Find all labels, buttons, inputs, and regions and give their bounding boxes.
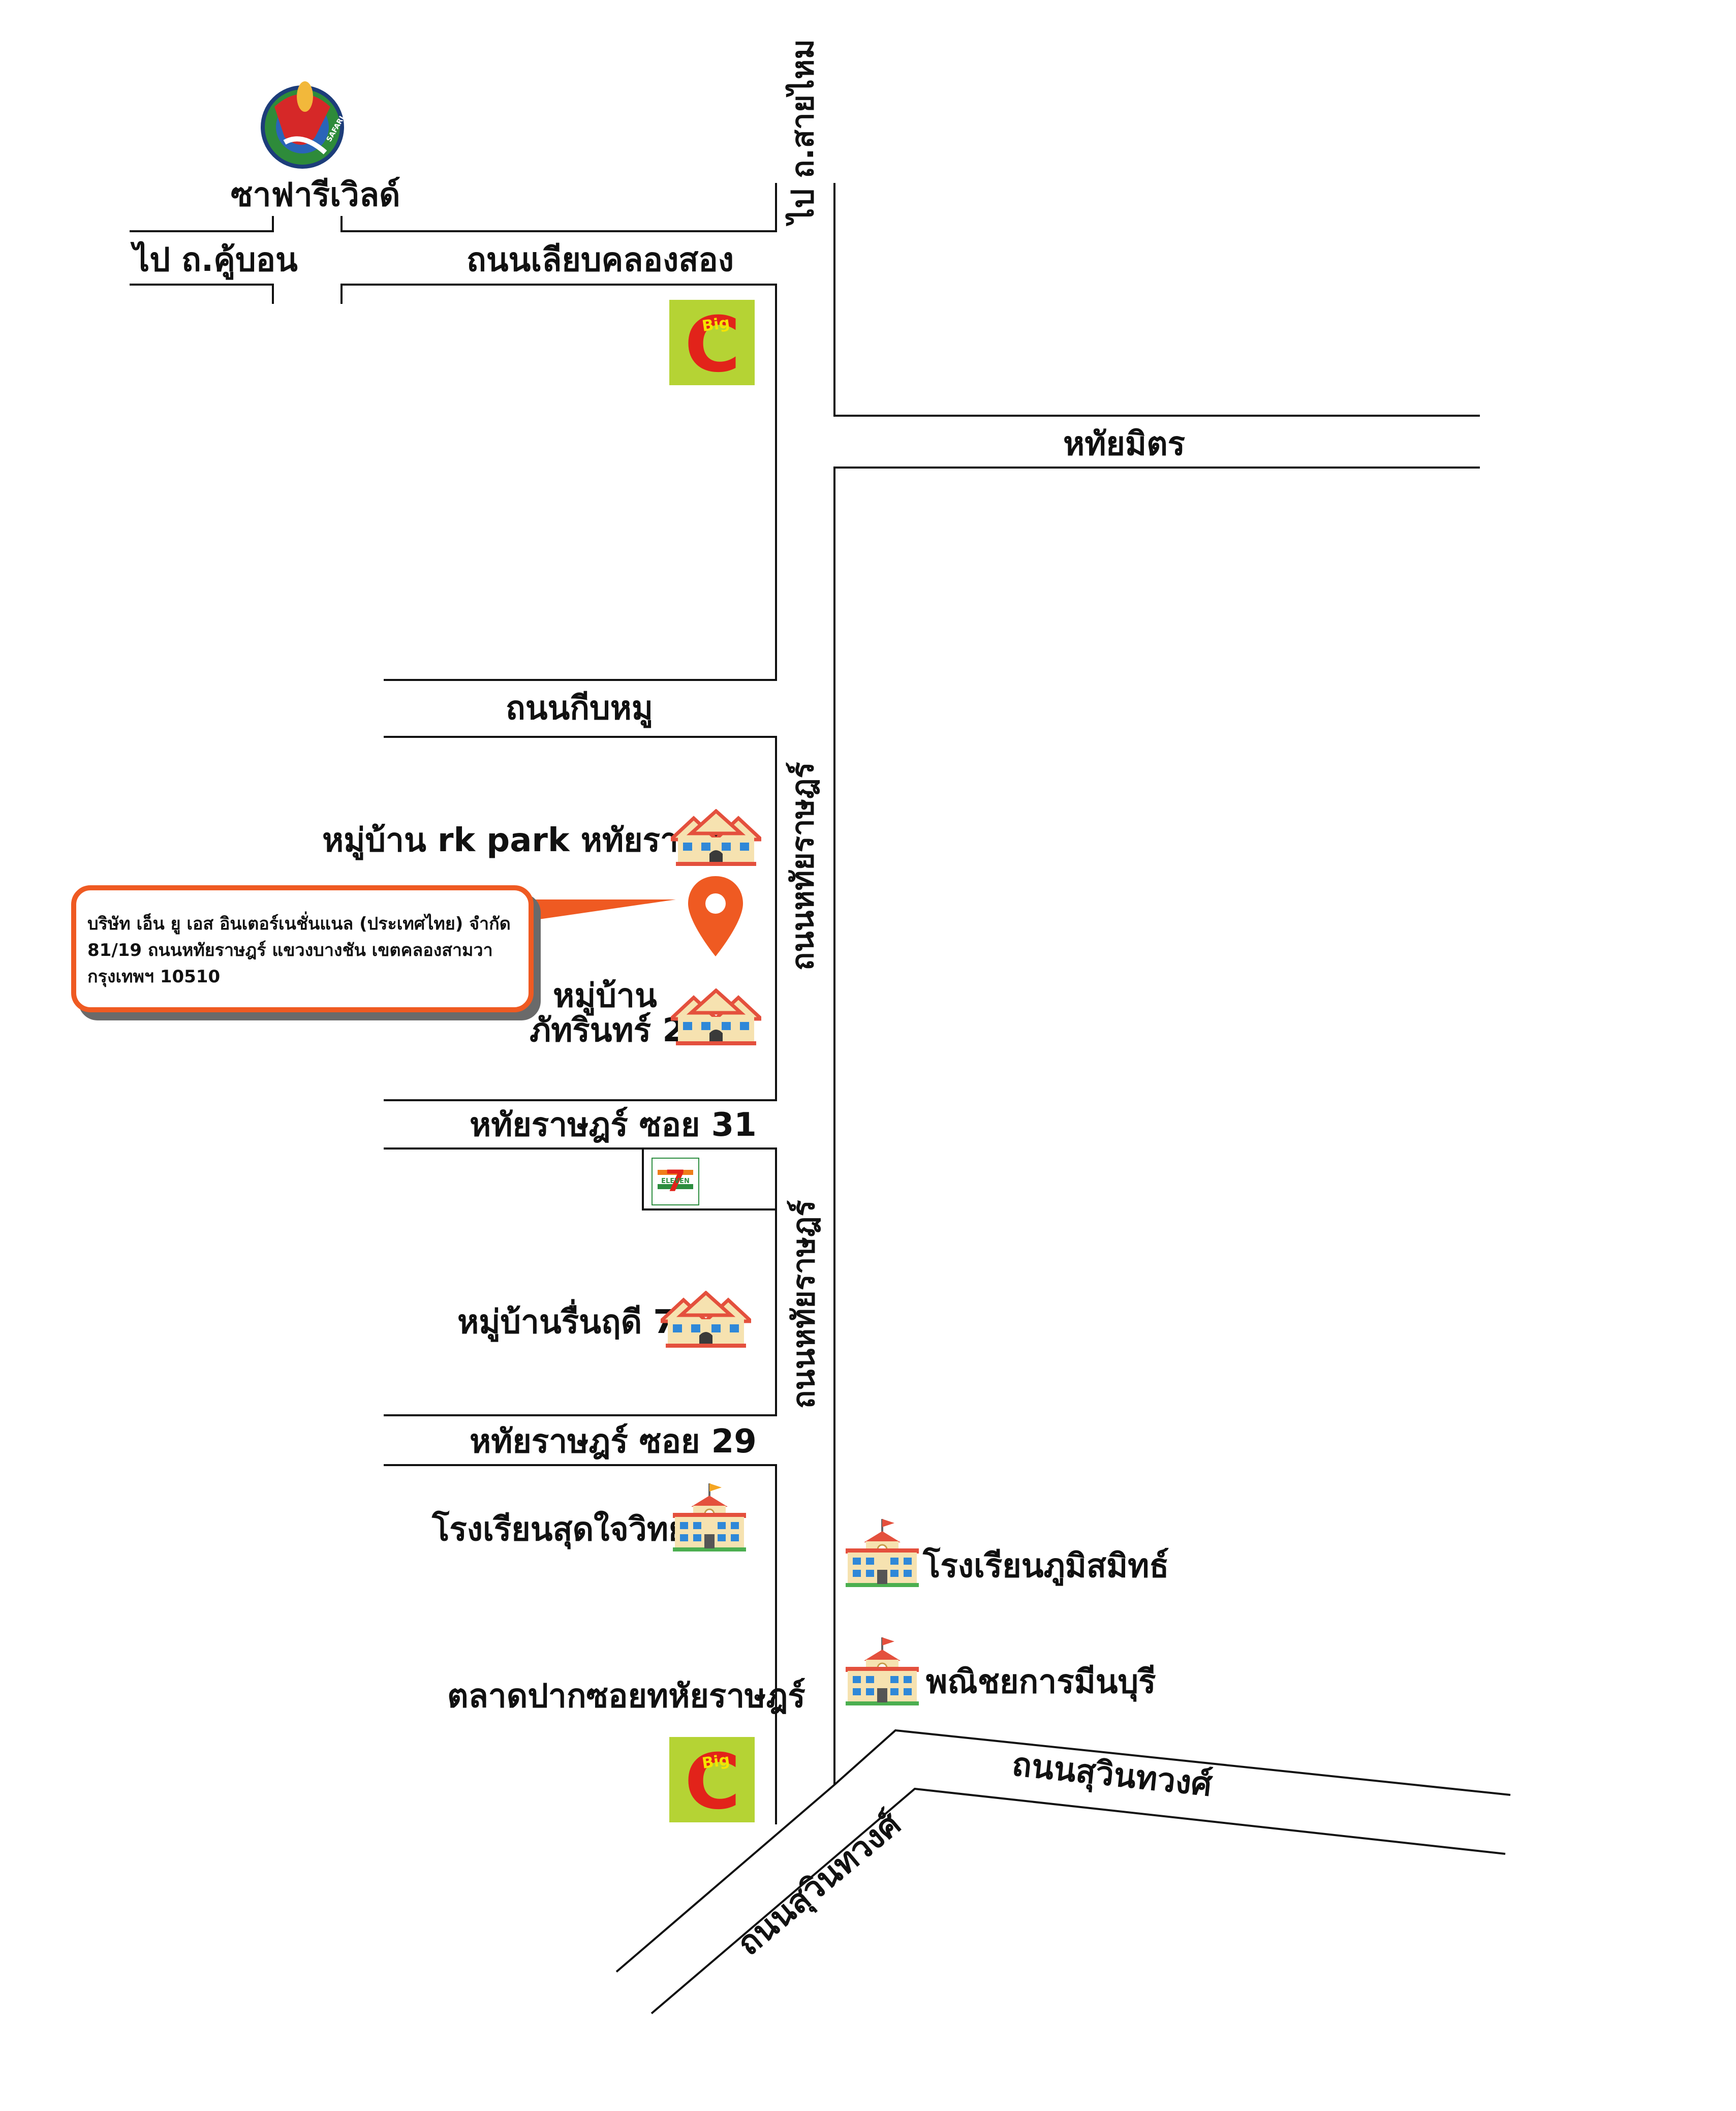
sudjai-school-label: โรงเรียนสุดใจวิทยา bbox=[432, 1511, 706, 1548]
kheeb-mu-label: ถนนกีบหมู bbox=[506, 690, 653, 727]
callout-address-line: 81/19 ถนนหทัยราษฎร์ แขวงบางชัน เขตคลองสา… bbox=[87, 940, 493, 960]
phattharin-label-line1: หมู่บ้าน bbox=[553, 977, 657, 1015]
seven-eleven-logo: 7 ELEVEN bbox=[652, 1158, 699, 1205]
svg-text:C: C bbox=[685, 301, 740, 385]
svg-text:ELEVEN: ELEVEN bbox=[661, 1177, 690, 1185]
minburi-commercial-label: พณิชยการมีนบุรี bbox=[926, 1663, 1156, 1701]
big-c-logo-top: C Big bbox=[669, 300, 755, 389]
rk-park-label: หมู่บ้าน rk park หทัยราษฎร์ bbox=[322, 822, 739, 859]
school-icon bbox=[844, 1517, 921, 1588]
svg-text:Big: Big bbox=[701, 1751, 731, 1773]
school-icon bbox=[844, 1635, 921, 1706]
house-icon bbox=[656, 1290, 756, 1349]
soi-29-label: หทัยราษฎร์ ซอย 29 bbox=[470, 1423, 757, 1461]
big-c-logo-bottom: C Big bbox=[669, 1737, 755, 1826]
hathai-mit-label: หทัยมิตร bbox=[1063, 425, 1185, 463]
callout-company-name: บริษัท เอ็น ยู เอส อินเตอร์เนชั่นแนล (ปร… bbox=[87, 914, 511, 934]
callout-city-line: กรุงเทพฯ 10510 bbox=[87, 967, 221, 987]
svg-text:C: C bbox=[685, 1738, 740, 1822]
liab-khlong-song-label: ถนนเลียบคลองสอง bbox=[467, 241, 734, 279]
school-icon bbox=[671, 1481, 748, 1553]
soi-31-label: หทัยราษฎร์ ซอย 31 bbox=[470, 1106, 757, 1144]
road-lines bbox=[130, 183, 1511, 2014]
phattharin-label-line2: ภัทรินทร์ 2 bbox=[530, 1012, 685, 1049]
to-khubon-label: ไป ถ.คู้บอน bbox=[133, 241, 298, 279]
company-address-callout: บริษัท เอ็น ยู เอส อินเตอร์เนชั่นแนล (ปร… bbox=[71, 885, 534, 1012]
house-icon bbox=[666, 988, 766, 1047]
location-pin-icon bbox=[686, 874, 745, 958]
svg-text:7: 7 bbox=[665, 1164, 686, 1198]
safari-world-label: ซาฟารีเวิลด์ bbox=[231, 176, 400, 214]
house-icon bbox=[666, 809, 766, 867]
svg-text:Big: Big bbox=[701, 314, 731, 335]
phumisamit-school-label: โรงเรียนภูมิสมิทธ์ bbox=[923, 1547, 1169, 1585]
ruenruedee-label: หมู่บ้านรื่นฤดี 7 bbox=[457, 1303, 676, 1341]
market-label: ตลาดปากซอยทหัยราษฎร์ bbox=[447, 1678, 805, 1715]
